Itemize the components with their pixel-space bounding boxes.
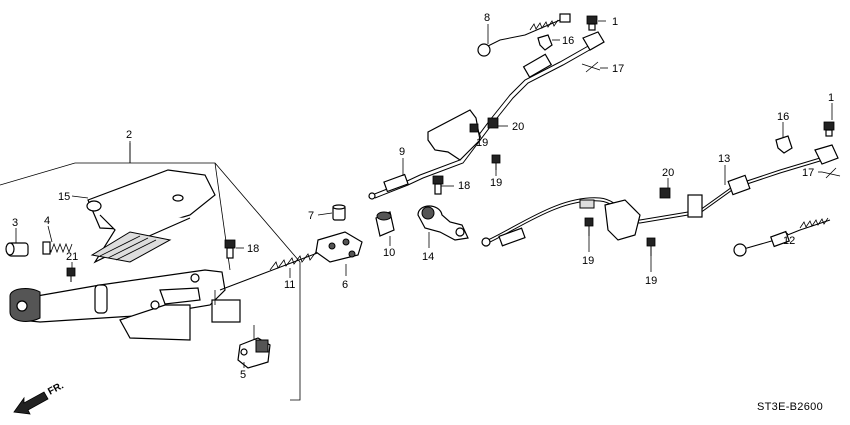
bolt-21-part — [66, 267, 76, 282]
label-part-18-left: 18 — [247, 243, 259, 255]
front-direction-label: FR. — [46, 380, 66, 397]
label-part-8: 8 — [484, 12, 490, 24]
label-part-16-right: 16 — [777, 111, 789, 123]
left-cable-upper-part — [477, 13, 571, 57]
lever-boot-part — [86, 169, 216, 264]
diagram-code: ST3E-B2600 — [757, 401, 823, 413]
bolt-19-d-part — [646, 237, 656, 256]
part-labels: 1 1 2 3 4 5 6 7 8 9 10 11 12 13 14 15 16… — [12, 12, 834, 381]
bolt-1-top-part — [586, 15, 598, 31]
label-part-3: 3 — [12, 217, 18, 229]
label-part-13: 13 — [718, 153, 730, 165]
label-part-5: 5 — [240, 369, 246, 381]
left-rear-cable-part — [368, 31, 605, 200]
clip-17-top-part — [581, 61, 601, 73]
right-cable-lower-part — [733, 217, 831, 257]
right-rear-cable-part — [481, 144, 839, 247]
release-spring-part — [42, 241, 73, 255]
label-part-4: 4 — [44, 215, 50, 227]
label-part-19-d: 19 — [645, 275, 657, 287]
label-part-20-top: 20 — [512, 121, 524, 133]
bolt-19-b-part — [491, 154, 501, 170]
front-direction-arrow: FR. — [13, 380, 66, 415]
bolt-19-c-part — [584, 217, 594, 236]
bolt-20-top-part — [487, 117, 499, 129]
label-part-14: 14 — [422, 251, 434, 263]
grommet-part — [375, 211, 395, 237]
release-button-part — [5, 242, 29, 257]
parking-brake-lever-part — [9, 269, 226, 341]
label-part-17-top: 17 — [612, 63, 624, 75]
label-part-9: 9 — [399, 146, 405, 158]
label-part-18-mid: 18 — [458, 180, 470, 192]
bolt-1-right-part — [823, 121, 835, 137]
equalizer-part — [315, 231, 363, 263]
label-part-1-right: 1 — [828, 92, 834, 104]
label-part-17-right: 17 — [802, 167, 814, 179]
label-part-7: 7 — [308, 210, 314, 222]
clip-16-right-part — [775, 135, 793, 154]
label-part-1-top: 1 — [612, 16, 618, 28]
bolt-20-right-part — [659, 187, 671, 199]
label-part-19-c: 19 — [582, 255, 594, 267]
label-part-21: 21 — [66, 251, 78, 263]
label-part-6: 6 — [342, 279, 348, 291]
bolt-18-left-part — [224, 239, 236, 259]
label-part-16-top: 16 — [562, 35, 574, 47]
brake-switch-part — [237, 325, 271, 369]
bolt-18-mid-part — [432, 175, 444, 195]
label-part-19-b: 19 — [490, 177, 502, 189]
label-part-20-right: 20 — [662, 167, 674, 179]
label-part-11: 11 — [284, 279, 295, 291]
clip-17-right-part — [821, 167, 841, 179]
bolt-19-a-part — [469, 123, 479, 133]
label-part-10: 10 — [383, 247, 395, 259]
leader-lines — [15, 20, 833, 368]
clip-16-top-part — [537, 34, 553, 51]
label-part-15: 15 — [58, 191, 70, 203]
cable-guide-part — [417, 205, 469, 241]
label-part-19-a: 19 — [476, 137, 488, 149]
label-part-2: 2 — [126, 129, 132, 141]
label-part-12: 12 — [783, 235, 795, 247]
collar-part — [332, 204, 346, 221]
adjuster-spring-part — [211, 251, 321, 323]
